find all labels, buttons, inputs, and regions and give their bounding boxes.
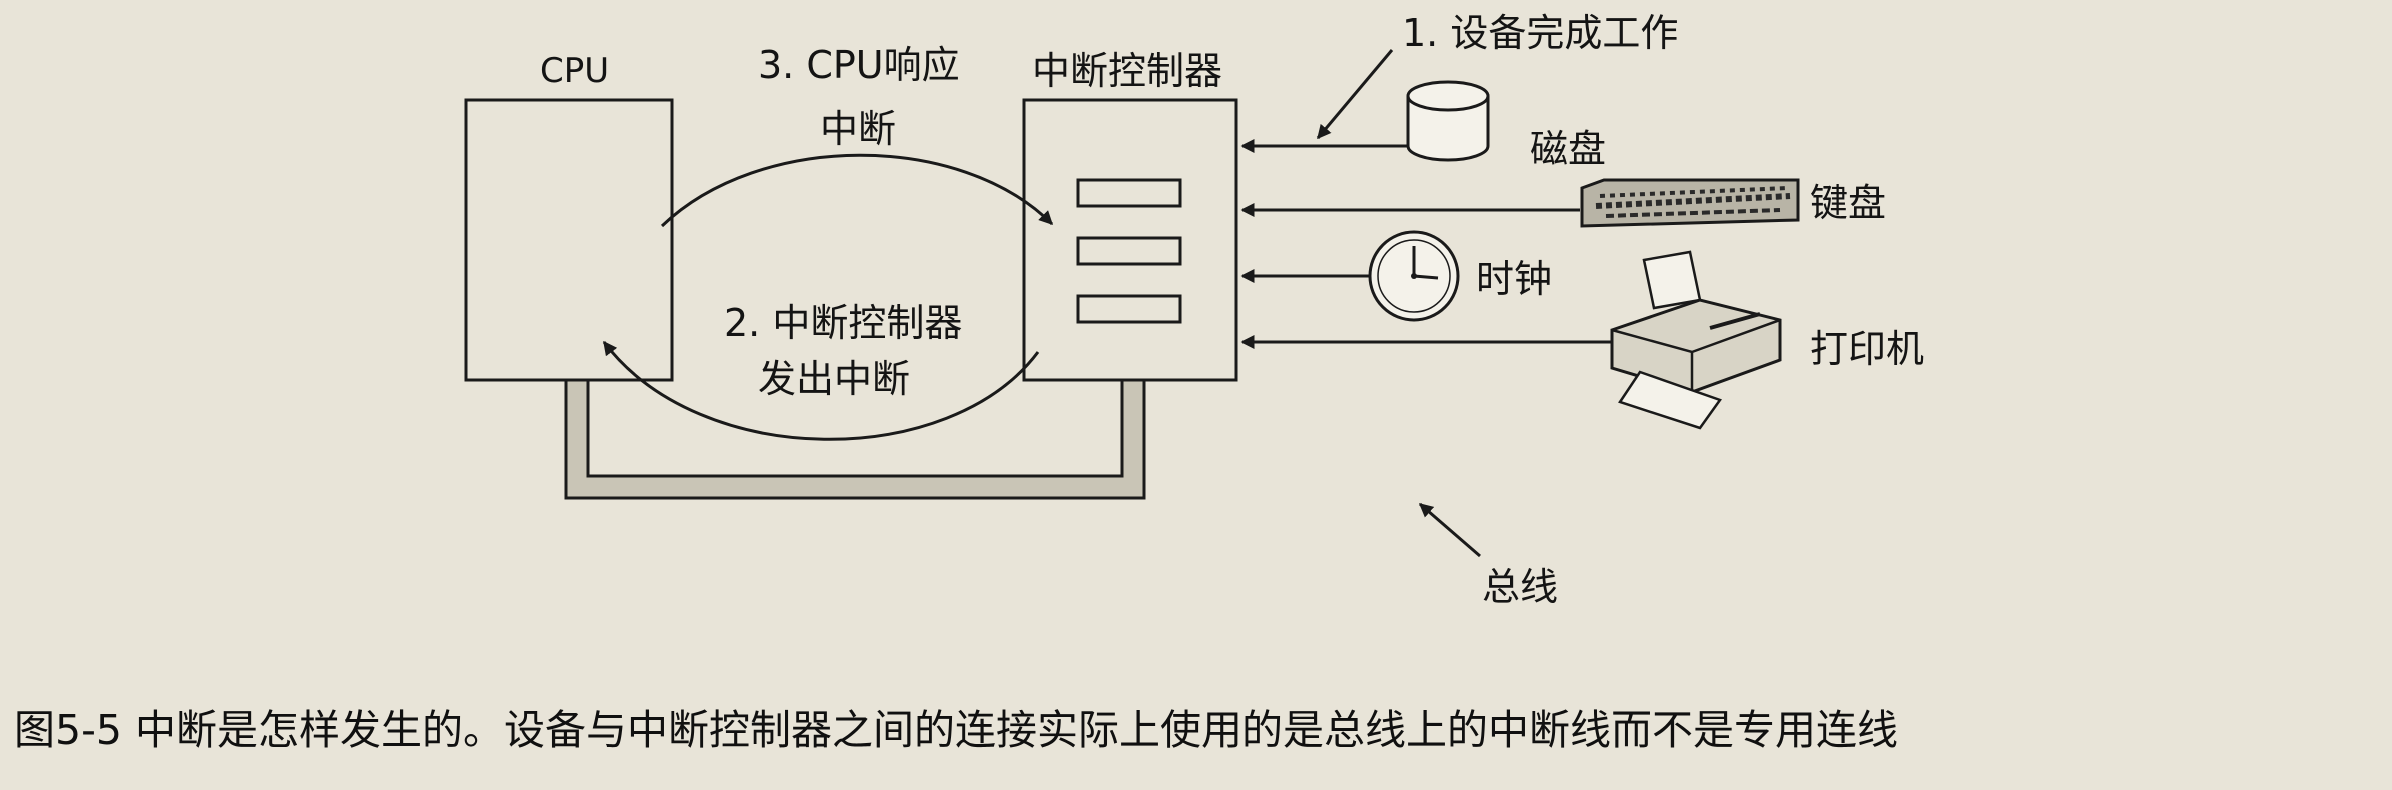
cpu-label: CPU — [540, 51, 609, 91]
bus-label: 总线 — [1482, 565, 1558, 609]
step2-label-line2: 发出中断 — [758, 357, 910, 401]
interrupt-diagram: CPU 中断控制器 3. CPU响应 中断 2. 中断控制器 发出中断 1. 设… — [464, 11, 1924, 609]
controller-interrupt-arrow — [602, 340, 1040, 441]
keyboard-icon — [1580, 178, 1800, 228]
device-done-pointer — [1316, 49, 1394, 140]
clock-icon — [1368, 230, 1460, 322]
controller-slot — [1076, 294, 1182, 324]
clock-label: 时钟 — [1476, 257, 1552, 301]
cpu-box — [464, 98, 674, 382]
interrupt-controller-label: 中断控制器 — [1032, 49, 1222, 93]
figure-caption: 图5-5 中断是怎样发生的。设备与中断控制器之间的连接实际上使用的是总线上的中断… — [14, 706, 1898, 754]
step3-label-line2: 中断 — [820, 107, 896, 151]
printer-label: 打印机 — [1810, 327, 1924, 371]
controller-slot — [1076, 178, 1182, 208]
step1-label: 1. 设备完成工作 — [1402, 11, 1678, 55]
cpu-response-arrow — [660, 153, 1054, 228]
controller-slot — [1076, 236, 1182, 266]
step2-label-line1: 2. 中断控制器 — [724, 301, 962, 345]
keyboard-label: 键盘 — [1810, 181, 1886, 225]
disk-icon — [1406, 80, 1490, 162]
bus-pointer — [1418, 502, 1481, 558]
interrupt-controller-box — [1022, 98, 1238, 382]
step3-label-line1: 3. CPU响应 — [758, 43, 960, 87]
printer-icon — [1610, 250, 1782, 430]
disk-label: 磁盘 — [1530, 127, 1606, 171]
